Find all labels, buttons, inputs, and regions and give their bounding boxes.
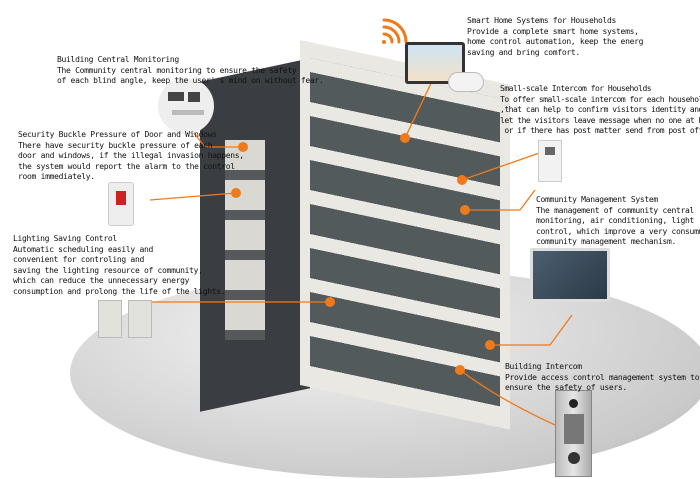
callout-line: door and windows, if the illegal invasio… [18, 151, 244, 160]
cloud-icon [448, 72, 484, 92]
hotspot-lighting [325, 297, 335, 307]
callout-line: To offer small-scale intercom for each h… [500, 94, 700, 104]
callout-security: Security Buckle Pressure of Door and Win… [18, 130, 244, 183]
callout-line: saving and bring comfort. [467, 47, 580, 57]
callout-line: Automatic scheduling easily and [13, 244, 154, 254]
callout-line: saving the lighting resource of communit… [13, 265, 203, 275]
callout-title: Community Management System [536, 195, 658, 204]
callout-line: community management mechanism. [536, 237, 677, 246]
callout-line: monitoring, air conditioning, light [536, 216, 695, 225]
callout-line: Provide a complete smart home systems, [467, 26, 639, 36]
light-switch-icon [128, 300, 152, 338]
hotspot-building-intercom [485, 340, 495, 350]
callout-line: of each blind angle, keep the user' s mi… [57, 76, 324, 85]
hotspot-small-intercom [457, 175, 467, 185]
door-sensor-keypad-icon [108, 182, 134, 226]
hotspot-monitoring [238, 142, 248, 152]
callout-line: ensure the safety of users. [505, 383, 627, 392]
callout-line: control, which improve a very consummate [536, 226, 700, 236]
callout-line: The management of community central [536, 205, 695, 215]
callout-title: Building Central Monitoring [57, 55, 179, 64]
hotspot-management [460, 205, 470, 215]
callout-line: There have security buckle pressure of e… [18, 140, 213, 150]
callout-line: consumption and prolong the life of the … [13, 286, 226, 296]
callout-line: The Community central monitoring to ensu… [57, 65, 297, 75]
callout-title: Security Buckle Pressure of Door and Win… [18, 130, 217, 139]
callout-line: or if there has post matter send from po… [500, 126, 700, 135]
callout-line: home control automation, keep the energ [467, 37, 644, 46]
callout-line: Provide access control management system… [505, 372, 700, 382]
hotspot-smart-home [400, 133, 410, 143]
callout-line: the system would report the alarm to the… [18, 161, 235, 171]
wifi-icon [382, 18, 408, 44]
hotspot-security [231, 188, 241, 198]
callout-line: room immediately. [18, 172, 95, 181]
management-monitor-icon [530, 248, 610, 302]
callout-title: Small-scale Intercom for Households [500, 84, 652, 93]
callout-title: Building Intercom [505, 362, 582, 371]
door-intercom-panel-icon [555, 390, 592, 477]
light-switch-icon [98, 300, 122, 338]
callout-line: let the visitors leave message when no o… [500, 115, 700, 125]
cctv-camera-icon [158, 78, 214, 134]
hotspot-entrance [455, 365, 465, 375]
callout-line: which can reduce the unnecessary energy [13, 276, 190, 285]
callout-title: Smart Home Systems for Households [467, 16, 617, 25]
indoor-intercom-icon [538, 140, 562, 182]
callout-title: Lighting Saving Control [13, 234, 117, 243]
callout-line: ,that can help to confirm visitors ident… [500, 105, 700, 114]
callout-line: convenient for controling and [13, 255, 144, 264]
